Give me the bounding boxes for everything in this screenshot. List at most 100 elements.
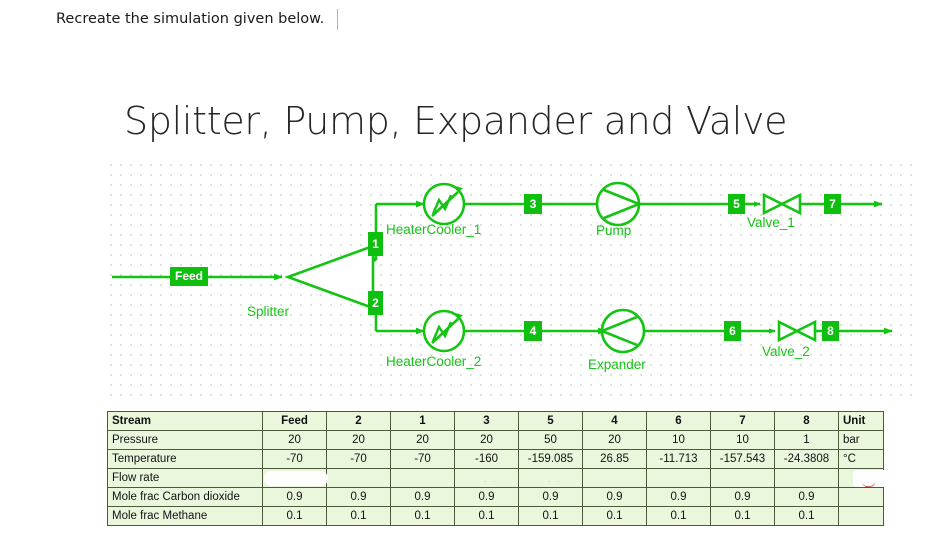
heatercooler-2-symbol xyxy=(422,309,466,353)
table-row-flow-rate: Flow rate xyxy=(107,468,884,488)
cell-ch4-7[interactable]: 0.1 xyxy=(710,506,775,526)
instruction-text: Recreate the simulation given below. xyxy=(56,11,325,27)
table-header-unit: Unit xyxy=(838,411,884,431)
table-row-temperature: Temperature -70 -70 -70 -160 -159.085 26… xyxy=(107,449,884,469)
cell-ch4-2[interactable]: 0.1 xyxy=(326,506,391,526)
smudge-flow-rate-3: . . xyxy=(484,474,498,484)
stream-tag-6[interactable]: 6 xyxy=(724,321,741,341)
cell-pressure-5[interactable]: 50 xyxy=(518,430,583,450)
instruction-bar: Recreate the simulation given below. xyxy=(0,0,931,46)
table-header-5: 5 xyxy=(518,411,583,431)
block-label-heatercooler-1[interactable]: HeaterCooler_1 xyxy=(386,222,482,237)
stream-tag-4[interactable]: 4 xyxy=(524,321,542,341)
cell-pressure-unit: bar xyxy=(838,430,884,450)
stream-results-table[interactable]: Stream Feed 2 1 3 5 4 6 7 8 Unit Pressur… xyxy=(107,411,884,526)
cell-temperature-feed[interactable]: -70 xyxy=(262,449,327,469)
cell-ch4-unit xyxy=(838,506,884,526)
cell-co2-8[interactable]: 0.9 xyxy=(774,487,839,507)
cell-co2-1[interactable]: 0.9 xyxy=(390,487,455,507)
stream-tag-1[interactable]: 1 xyxy=(368,232,383,256)
cell-flow-rate-7[interactable] xyxy=(710,468,775,488)
cell-temperature-8[interactable]: -24.3808 xyxy=(774,449,839,469)
cell-pressure-feed[interactable]: 20 xyxy=(262,430,327,450)
table-header-2: 2 xyxy=(326,411,391,431)
block-label-pump[interactable]: Pump xyxy=(596,223,632,238)
cell-temperature-1[interactable]: -70 xyxy=(390,449,455,469)
table-header-row: Stream Feed 2 1 3 5 4 6 7 8 Unit xyxy=(107,411,884,431)
table-header-stream: Stream xyxy=(107,411,263,431)
stream-tag-5[interactable]: 5 xyxy=(728,194,745,214)
table-header-1: 1 xyxy=(390,411,455,431)
table-header-7: 7 xyxy=(710,411,775,431)
cell-pressure-8[interactable]: 1 xyxy=(774,430,839,450)
block-label-expander[interactable]: Expander xyxy=(588,357,646,372)
cell-ch4-5[interactable]: 0.1 xyxy=(518,506,583,526)
cell-ch4-feed[interactable]: 0.1 xyxy=(262,506,327,526)
table-row-pressure: Pressure 20 20 20 20 50 20 10 10 1 bar xyxy=(107,430,884,450)
table-row-mole-frac-carbon-dioxide: Mole frac Carbon dioxide 0.9 0.9 0.9 0.9… xyxy=(107,487,884,507)
cell-flow-rate-4[interactable] xyxy=(582,468,647,488)
cell-co2-5[interactable]: 0.9 xyxy=(518,487,583,507)
cell-co2-4[interactable]: 0.9 xyxy=(582,487,647,507)
table-header-8: 8 xyxy=(774,411,839,431)
cell-pressure-4[interactable]: 20 xyxy=(582,430,647,450)
page-title: Splitter, Pump, Expander and Valve xyxy=(124,99,788,143)
stream-tag-7[interactable]: 7 xyxy=(824,194,841,214)
cell-temperature-5[interactable]: -159.085 xyxy=(518,449,583,469)
table-row-mole-frac-methane: Mole frac Methane 0.1 0.1 0.1 0.1 0.1 0.… xyxy=(107,506,884,526)
cell-temperature-3[interactable]: -160 xyxy=(454,449,519,469)
expander-symbol xyxy=(598,308,646,354)
table-header-3: 3 xyxy=(454,411,519,431)
valve-2-symbol xyxy=(777,319,817,343)
table-header-6: 6 xyxy=(646,411,711,431)
cell-temperature-unit: °C xyxy=(838,449,884,469)
cell-temperature-6[interactable]: -11.713 xyxy=(646,449,711,469)
cell-flow-rate-3[interactable] xyxy=(454,468,519,488)
cell-pressure-1[interactable]: 20 xyxy=(390,430,455,450)
cell-co2-2[interactable]: 0.9 xyxy=(326,487,391,507)
row-label-pressure: Pressure xyxy=(107,430,263,450)
cell-co2-7[interactable]: 0.9 xyxy=(710,487,775,507)
stream-tag-3[interactable]: 3 xyxy=(524,194,542,214)
cell-co2-feed[interactable]: 0.9 xyxy=(262,487,327,507)
cell-ch4-1[interactable]: 0.1 xyxy=(390,506,455,526)
row-label-temperature: Temperature xyxy=(107,449,263,469)
cell-co2-3[interactable]: 0.9 xyxy=(454,487,519,507)
cell-flow-rate-2[interactable] xyxy=(326,468,391,488)
eraser-mark-flow-rate-feed xyxy=(264,471,328,486)
cell-ch4-6[interactable]: 0.1 xyxy=(646,506,711,526)
cell-temperature-2[interactable]: -70 xyxy=(326,449,391,469)
cell-ch4-8[interactable]: 0.1 xyxy=(774,506,839,526)
text-cursor xyxy=(337,9,338,30)
smudge-flow-rate-5: . . xyxy=(548,474,562,484)
row-label-mole-frac-carbon-dioxide: Mole frac Carbon dioxide xyxy=(107,487,263,507)
valve-1-symbol xyxy=(762,192,802,216)
table-header-4: 4 xyxy=(582,411,647,431)
cell-pressure-3[interactable]: 20 xyxy=(454,430,519,450)
eraser-mark-flow-rate-unit xyxy=(853,470,903,487)
stream-tag-8[interactable]: 8 xyxy=(822,321,839,341)
heatercooler-1-symbol xyxy=(422,182,466,226)
flowsheet-canvas[interactable]: Feed 1 2 3 4 5 6 7 8 Splitter HeaterCool… xyxy=(110,164,915,396)
cell-temperature-4[interactable]: 26.85 xyxy=(582,449,647,469)
cell-temperature-7[interactable]: -157.543 xyxy=(710,449,775,469)
stream-tag-2[interactable]: 2 xyxy=(368,291,383,315)
stream-tag-feed[interactable]: Feed xyxy=(170,267,208,286)
cell-flow-rate-8[interactable] xyxy=(774,468,839,488)
cell-co2-6[interactable]: 0.9 xyxy=(646,487,711,507)
row-label-mole-frac-methane: Mole frac Methane xyxy=(107,506,263,526)
row-label-flow-rate: Flow rate xyxy=(107,468,263,488)
block-label-valve-2[interactable]: Valve_2 xyxy=(762,344,810,359)
cell-pressure-6[interactable]: 10 xyxy=(646,430,711,450)
cell-flow-rate-6[interactable] xyxy=(646,468,711,488)
cell-pressure-2[interactable]: 20 xyxy=(326,430,391,450)
pump-symbol xyxy=(595,181,643,227)
cell-ch4-3[interactable]: 0.1 xyxy=(454,506,519,526)
cell-ch4-4[interactable]: 0.1 xyxy=(582,506,647,526)
cell-pressure-7[interactable]: 10 xyxy=(710,430,775,450)
table-header-feed: Feed xyxy=(262,411,327,431)
block-label-valve-1[interactable]: Valve_1 xyxy=(747,215,795,230)
block-label-heatercooler-2[interactable]: HeaterCooler_2 xyxy=(386,354,482,369)
block-label-splitter[interactable]: Splitter xyxy=(247,304,290,319)
cell-flow-rate-1[interactable] xyxy=(390,468,455,488)
